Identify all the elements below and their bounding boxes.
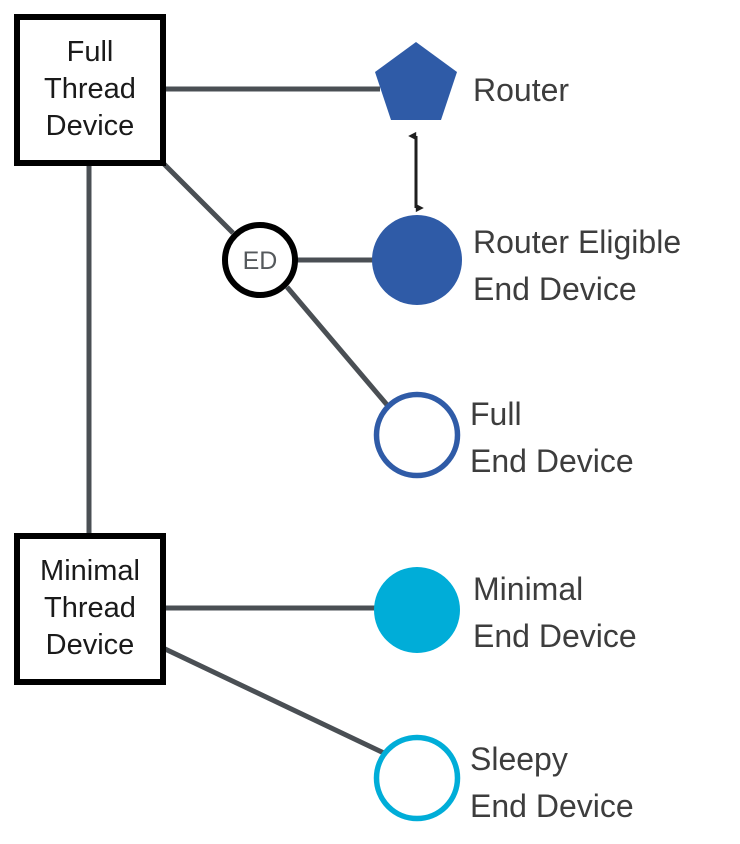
minimal-end-device-label-line-1: Minimal bbox=[473, 571, 583, 607]
minimal-end-device-shape[interactable] bbox=[374, 567, 460, 653]
connector-layer bbox=[86, 86, 390, 757]
connector-ed-to-fed bbox=[285, 285, 390, 408]
full-end-device-label-line-1: Full bbox=[470, 396, 522, 432]
sleepy-end-device-label-line-1: Sleepy bbox=[470, 741, 568, 777]
connector-ftd-to-ed bbox=[161, 161, 235, 235]
full-thread-device-label-line-3: Device bbox=[46, 110, 135, 142]
router-eligible-end-device-label-line-1: Router Eligible bbox=[473, 224, 681, 260]
end-device-label: ED bbox=[243, 247, 278, 275]
router-label-line-1: Router bbox=[473, 72, 569, 108]
minimal-thread-device-label-line-1: Minimal bbox=[40, 555, 140, 587]
full-thread-device-label-line-1: Full bbox=[67, 36, 114, 68]
router-eligible-end-device-shape[interactable] bbox=[372, 215, 462, 305]
sleepy-end-device-shape[interactable] bbox=[373, 734, 461, 822]
router-eligible-end-device-label-line-2: End Device bbox=[473, 271, 637, 307]
connector-mtd-to-sed bbox=[161, 645, 388, 757]
sleepy-end-device-label-line-2: End Device bbox=[470, 788, 634, 824]
full-thread-device-label-line-2: Thread bbox=[44, 73, 136, 105]
minimal-end-device-label-line-2: End Device bbox=[473, 618, 637, 654]
minimal-thread-device-label-line-3: Device bbox=[46, 629, 135, 661]
router-shape-pentagon[interactable] bbox=[375, 42, 457, 120]
full-end-device-shape[interactable] bbox=[373, 391, 461, 479]
minimal-thread-device-box[interactable] bbox=[14, 533, 166, 685]
minimal-thread-device-label-line-2: Thread bbox=[44, 592, 136, 624]
end-device-shape[interactable] bbox=[222, 222, 298, 298]
full-thread-device-box[interactable] bbox=[14, 14, 166, 166]
full-end-device-label-line-2: End Device bbox=[470, 443, 634, 479]
